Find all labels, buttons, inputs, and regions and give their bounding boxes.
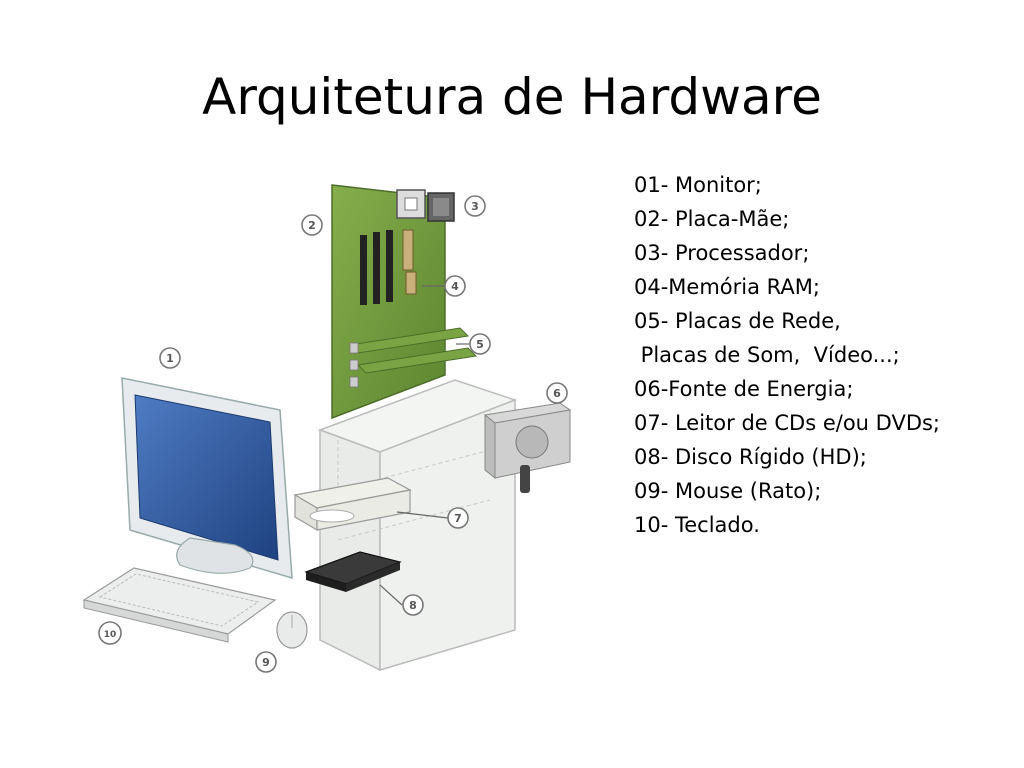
component-legend-list: 01- Monitor; 02- Placa-Mãe; 03- Processa… [634, 168, 1014, 542]
svg-text:4: 4 [451, 280, 459, 293]
hard-disk-shape [304, 551, 402, 592]
callout-7: 7 [447, 507, 469, 529]
legend-item: 09- Mouse (Rato); [634, 479, 822, 503]
svg-text:1: 1 [166, 352, 174, 365]
callout-8: 8 [402, 594, 424, 616]
legend-item: 06-Fonte de Energia; [634, 377, 854, 401]
callout-5: 5 [469, 333, 491, 355]
legend-item: 05- Placas de Rede, [634, 309, 841, 333]
slide-title: Arquitetura de Hardware [202, 68, 822, 126]
svg-text:9: 9 [262, 656, 270, 669]
legend-item: 02- Placa-Mãe; [634, 207, 790, 231]
legend-item: 08- Disco Rígido (HD); [634, 445, 867, 469]
expansion-cards-shape [348, 327, 478, 388]
svg-text:2: 2 [308, 219, 316, 232]
svg-text:6: 6 [553, 387, 561, 400]
callout-10: 10 [98, 621, 122, 645]
callout-leader-lines [379, 285, 470, 606]
svg-text:5: 5 [476, 338, 484, 351]
svg-text:3: 3 [471, 200, 479, 213]
callout-4: 4 [444, 275, 466, 297]
callout-9: 9 [255, 651, 277, 673]
svg-text:10: 10 [104, 630, 117, 640]
callout-6: 6 [546, 382, 568, 404]
legend-item: 10- Teclado. [634, 513, 760, 537]
hardware-exploded-illustration: 1 2 3 4 5 6 7 8 [82, 184, 572, 673]
callout-2: 2 [301, 214, 323, 236]
legend-item: 04-Memória RAM; [634, 275, 820, 299]
legend-item: 01- Monitor; [634, 173, 762, 197]
keyboard-shape [82, 567, 277, 643]
mouse-shape [276, 611, 308, 649]
power-supply-shape [483, 402, 572, 493]
monitor-shape [121, 377, 293, 580]
legend-item: Placas de Som, Vídeo...; [634, 343, 900, 367]
svg-text:8: 8 [409, 599, 417, 612]
svg-text:7: 7 [454, 512, 462, 525]
legend-item: 07- Leitor de CDs e/ou DVDs; [634, 411, 941, 435]
callout-3: 3 [464, 195, 486, 217]
callout-1: 1 [159, 347, 181, 369]
legend-item: 03- Processador; [634, 241, 810, 265]
processor-shape [427, 192, 455, 222]
optical-drive-shape [293, 477, 412, 532]
